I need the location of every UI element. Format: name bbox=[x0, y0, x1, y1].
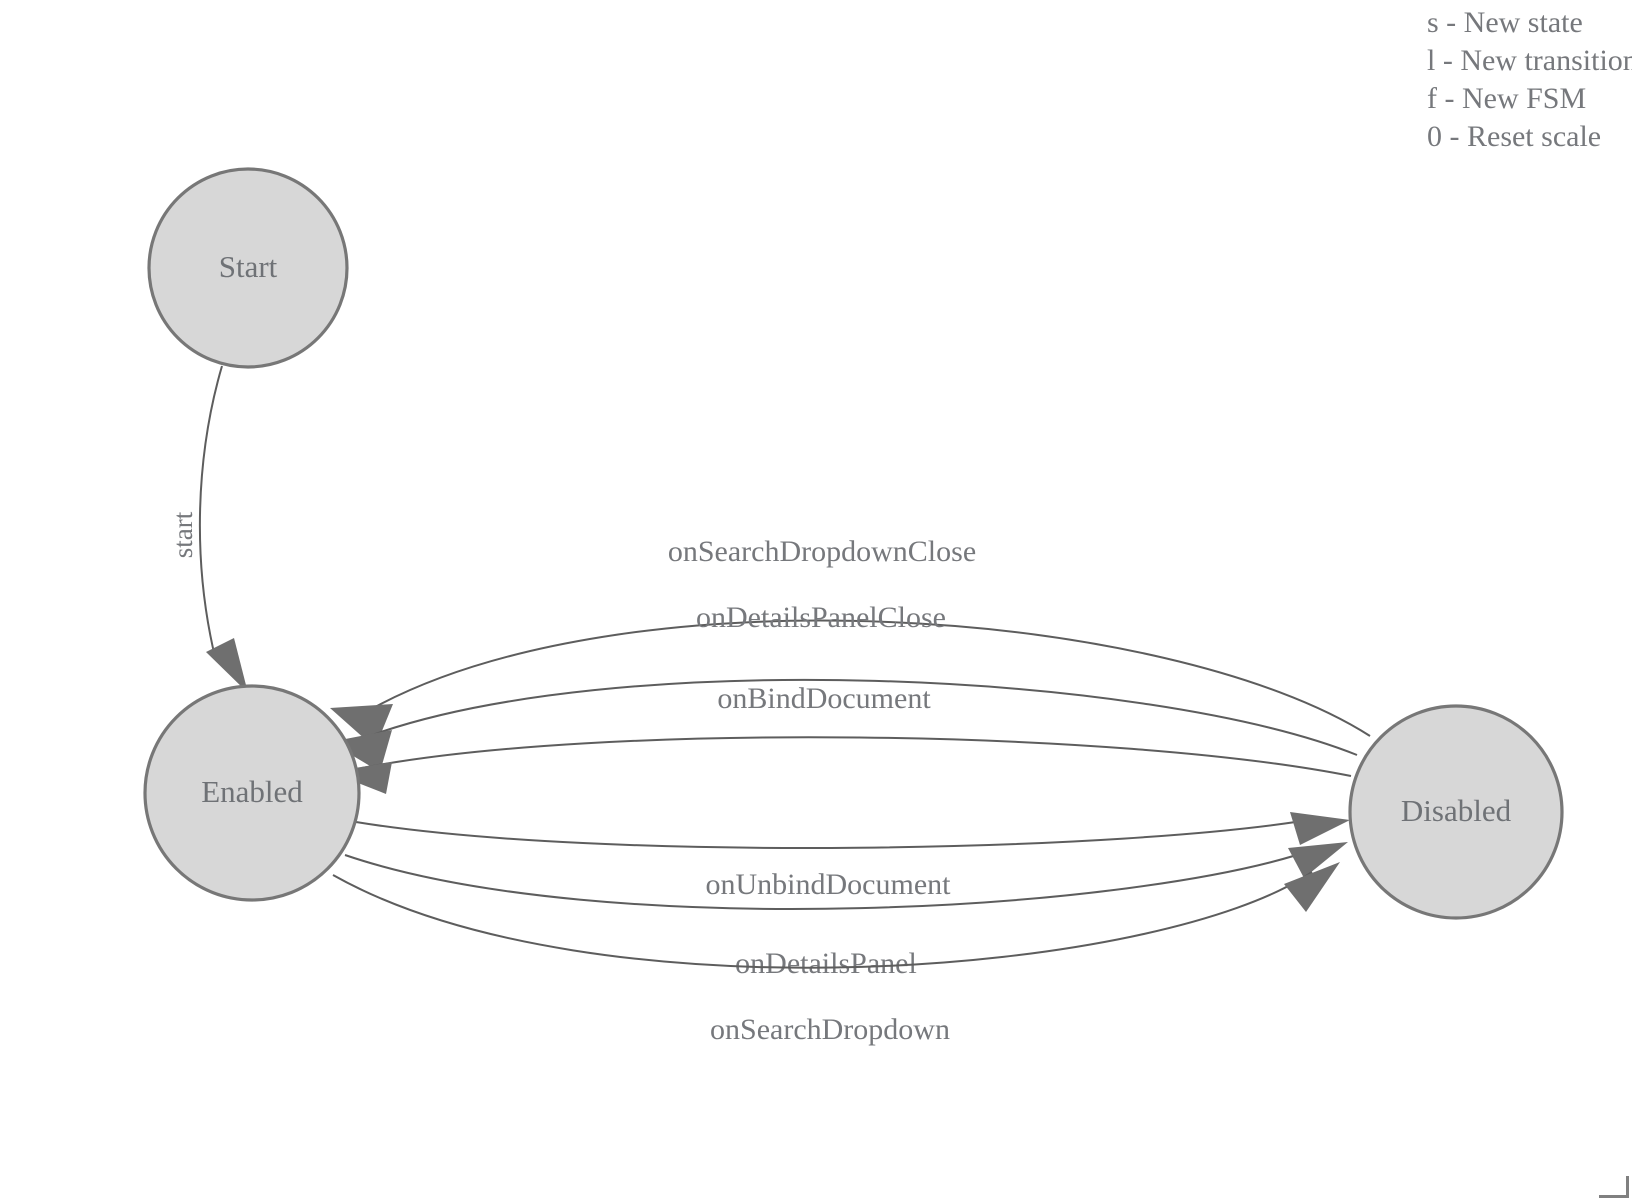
edge-path-ondetailspanel[interactable] bbox=[344, 847, 1319, 910]
state-label-enabled: Enabled bbox=[201, 774, 303, 809]
help-line-new-fsm: f - New FSM bbox=[1427, 82, 1587, 115]
edge-path-onsearchdropdownclose[interactable] bbox=[365, 619, 1371, 737]
state-label-disabled: Disabled bbox=[1401, 793, 1512, 828]
corner-handle-vertical bbox=[1626, 1176, 1629, 1198]
transition-label-onsearchdropdownclose: onSearchDropdownClose bbox=[668, 535, 976, 568]
help-line-reset-scale: 0 - Reset scale bbox=[1427, 120, 1602, 153]
corner-handle-horizontal bbox=[1599, 1195, 1629, 1198]
transition-label-onunbinddocument: onUnbindDocument bbox=[706, 868, 952, 901]
arrowhead-onunbinddocument bbox=[1290, 812, 1350, 845]
edge-path-ondetailspanelclose[interactable] bbox=[363, 678, 1358, 756]
transition-label-start: start bbox=[168, 511, 198, 558]
state-circle-disabled[interactable] bbox=[1348, 704, 1564, 920]
edge-path-onsearchdropdown[interactable] bbox=[332, 871, 1313, 969]
state-label-start: Start bbox=[219, 249, 278, 284]
transition-enabled-to-disabled-search-dropdown[interactable]: onSearchDropdown bbox=[332, 862, 1340, 1046]
transition-disabled-to-enabled-details-close[interactable]: onDetailsPanelClose bbox=[330, 601, 1358, 772]
state-node-enabled[interactable]: Enabled bbox=[143, 684, 361, 902]
transition-enabled-to-disabled-unbind-document[interactable]: onUnbindDocument bbox=[355, 812, 1350, 901]
transition-disabled-to-enabled-bind-document[interactable]: onBindDocument bbox=[330, 682, 1352, 794]
state-node-disabled[interactable]: Disabled bbox=[1348, 704, 1564, 920]
edge-path-onunbinddocument[interactable] bbox=[355, 817, 1321, 849]
transition-enabled-to-disabled-details-panel[interactable]: onDetailsPanel bbox=[344, 842, 1348, 980]
transition-label-ondetailspanel: onDetailsPanel bbox=[735, 947, 917, 980]
help-line-new-transition: l - New transition bbox=[1427, 44, 1632, 77]
canvas-corner-handle[interactable] bbox=[1599, 1176, 1632, 1198]
state-circle-enabled[interactable] bbox=[143, 684, 361, 902]
transition-label-ondetailspanelclose: onDetailsPanelClose bbox=[696, 601, 946, 634]
transition-label-onsearchdropdown: onSearchDropdown bbox=[710, 1013, 950, 1046]
state-circle-start[interactable] bbox=[147, 167, 349, 369]
arrowhead-ondetailspanel bbox=[1288, 842, 1348, 878]
transition-label-onbinddocument: onBindDocument bbox=[717, 682, 931, 715]
help-legend: s - New state l - New transition f - New… bbox=[1427, 0, 1632, 156]
transition-start-to-enabled[interactable]: start bbox=[168, 365, 248, 693]
arrowhead-start-enabled bbox=[206, 638, 248, 693]
transition-disabled-to-enabled-search-close[interactable]: onSearchDropdownClose bbox=[330, 535, 1371, 748]
help-line-new-state: s - New state bbox=[1427, 6, 1583, 39]
edge-path-start-enabled[interactable] bbox=[198, 365, 223, 658]
edge-path-onbinddocument[interactable] bbox=[361, 736, 1352, 777]
arrowhead-onsearchdropdown bbox=[1284, 862, 1340, 912]
state-node-start[interactable]: Start bbox=[147, 167, 349, 369]
